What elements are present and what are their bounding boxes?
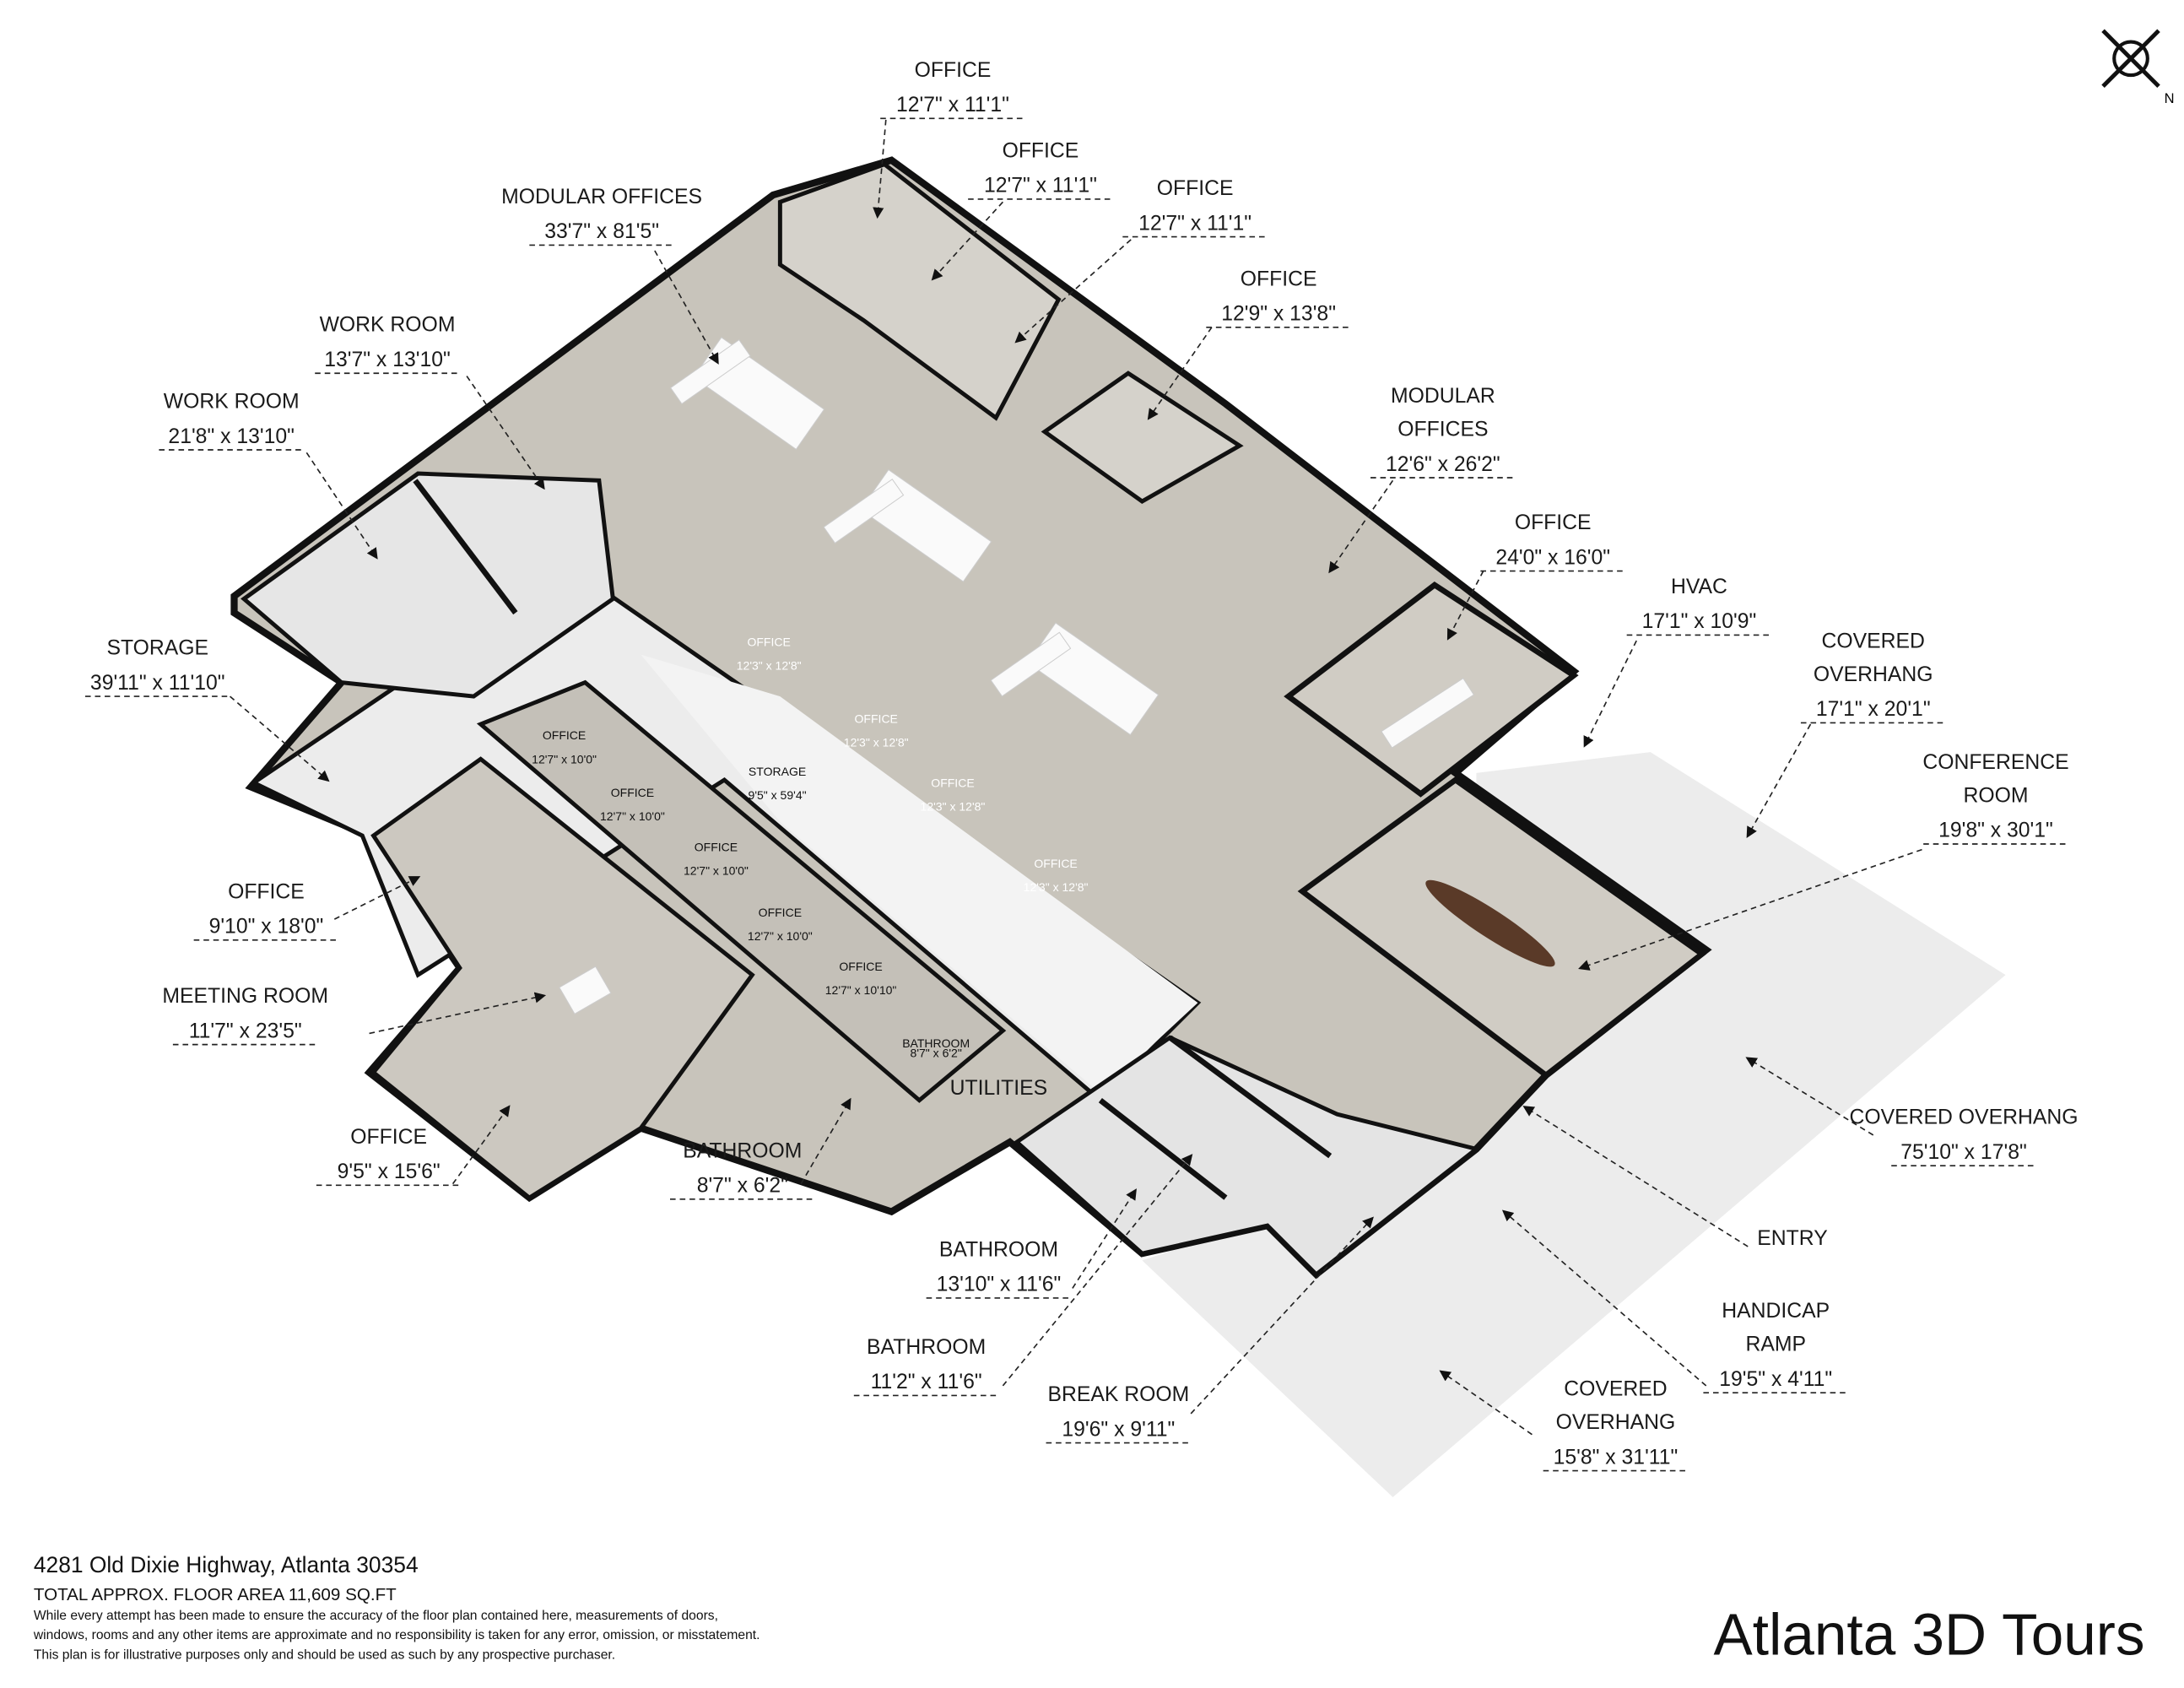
room-dimensions: 9'10" x 18'0" [209,916,324,939]
room-dimensions: 13'7" x 13'10" [324,349,451,371]
room-dimensions: 17'1" x 10'9" [1642,610,1757,633]
room-dimensions: 15'8" x 31'11" [1554,1446,1679,1469]
inner-room-name: OFFICE [695,840,738,853]
inner-room-dimensions: 12'7" x 10'10" [825,983,897,997]
room-dimensions: 11'2" x 11'6" [871,1371,982,1393]
room-name: BREAK ROOM [1047,1383,1189,1406]
room-name-line-2: ROOM [1963,784,2028,807]
room-name-line-2: OFFICES [1397,419,1488,441]
room-dimensions: 33'7" x 81'5" [544,220,659,243]
desk-clusters [559,337,1475,1015]
disclaimer-line-1: While every attempt has been made to ens… [34,1609,718,1623]
room-dimensions: 8'7" x 6'2" [697,1175,788,1198]
leader-lines [230,119,1922,1436]
room-dimensions: 19'8" x 30'1" [1938,820,2053,842]
inner-room-dimensions: 12'7" x 10'0" [600,809,665,823]
inner-room-name: OFFICE [839,960,882,973]
top-offices [777,161,1062,421]
room-name: HVAC [1671,576,1727,598]
inner-room-dimensions: 12'3" x 12'8" [921,799,986,813]
room-dimensions: 11'7" x 23'5" [189,1020,302,1042]
logo: Atlanta 3D Tours [1713,1601,2144,1667]
inner-room-dimensions: 12'7" x 10'0" [532,752,597,766]
room-name: UTILITIES [950,1077,1048,1100]
room-labels: OFFICE 12'7" x 11'1" OFFICE 12'7" x 11'1" OF… [84,59,2079,1472]
room-name-line-2: OVERHANG [1556,1411,1676,1434]
room-name: MODULAR OFFICES [501,186,702,208]
room-dimensions: 17'1" x 20'1" [1816,698,1931,721]
inner-room-name: OFFICE [759,906,802,919]
room-name: OFFICE [1515,511,1592,534]
room-name: WORK ROOM [164,390,300,413]
room-name: MEETING ROOM [162,985,328,1008]
inner-room-dimensions: 12'7" x 10'0" [748,929,813,943]
room-name: BATHROOM [867,1336,986,1359]
room-dimensions: 75'10" x 17'8" [1900,1141,2027,1164]
room-name: HANDICAP [1722,1300,1830,1323]
storage-corridor-2 [641,654,1198,1094]
inner-office-row [476,679,1007,1103]
inner-room-dimensions: 9'5" x 59'4" [749,788,807,802]
compass-icon: N [2101,29,2175,106]
room-name: OFFICE [1157,177,1234,200]
room-name: OFFICE [1241,268,1317,290]
room-dimensions: 39'11" x 11'10" [90,672,225,695]
room-dimensions: 9'5" x 15'6" [338,1160,441,1183]
inner-room-name: OFFICE [543,728,586,742]
room-dimensions: 13'10" x 11'6" [937,1274,1062,1296]
room-name: BATHROOM [683,1139,802,1162]
inner-room-name: OFFICE [1034,857,1077,870]
left-office-block [370,756,755,1201]
room-dimensions: 12'6" x 26'2" [1386,453,1500,476]
office-24x16 [1284,582,1579,798]
room-name: CONFERENCE [1922,751,2068,774]
room-name: OFFICE [228,880,305,903]
room-dimensions: 12'9" x 13'8" [1221,303,1336,326]
inner-room-labels: OFFICE 12'3" x 12'8" OFFICE 12'3" x 12'8" OF… [532,636,1088,1060]
work-rooms [241,471,615,699]
office-12-9 [1041,371,1244,504]
room-name: COVERED [1564,1377,1667,1400]
address: 4281 Old Dixie Highway, Atlanta 30354 [34,1552,419,1577]
inner-room-name: OFFICE [855,711,898,725]
inner-room-dimensions: 12'3" x 12'8" [1024,880,1089,894]
room-dimensions: 19'5" x 4'11" [1719,1368,1832,1391]
room-name: STORAGE [106,637,208,660]
disclaimer-line-2: windows, rooms and any other items are a… [33,1628,760,1642]
covered-overhang-area [1142,752,2006,1497]
inner-room-name: BATHROOM [902,1036,970,1050]
room-name: BATHROOM [939,1238,1058,1261]
inner-room-name: STORAGE [749,765,806,778]
room-name: OFFICE [1003,139,1079,162]
inner-room-dimensions: 12'3" x 12'8" [844,735,909,749]
floor-area: TOTAL APPROX. FLOOR AREA 11,609 SQ.FT [34,1585,397,1604]
disclaimer-line-3: This plan is for illustrative purposes o… [34,1647,615,1662]
inner-room-name: OFFICE [747,636,790,649]
room-name: OFFICE [915,59,992,82]
room-name-line-2: RAMP [1745,1334,1806,1356]
room-name: COVERED OVERHANG [1850,1106,2079,1129]
room-name: MODULAR [1391,385,1495,408]
room-name: ENTRY [1757,1227,1827,1250]
room-name: COVERED [1822,630,1925,652]
compass-label: N [2165,91,2175,106]
bathroom-block [1013,1035,1481,1278]
room-dimensions: 12'7" x 11'1" [896,94,1009,116]
inner-room-name: OFFICE [611,786,654,799]
room-name-line-2: OVERHANG [1814,663,1933,686]
room-dimensions: 12'7" x 11'1" [1138,212,1251,235]
conference-table [1425,879,1555,967]
room-dimensions: 21'8" x 13'10" [168,425,295,448]
room-dimensions: 19'6" x 9'11" [1062,1418,1175,1441]
inner-room-dimensions: 12'3" x 12'8" [737,659,802,673]
inner-room-name: OFFICE [931,776,974,789]
room-dimensions: 24'0" x 16'0" [1495,546,1610,569]
inner-room-dimensions: 12'7" x 10'0" [684,863,749,877]
room-dimensions: 12'7" x 11'1" [984,175,1097,197]
inner-room-dimensions: 8'7" x 6'2" [911,1046,962,1059]
room-name: OFFICE [350,1126,427,1149]
room-name: WORK ROOM [320,314,456,337]
